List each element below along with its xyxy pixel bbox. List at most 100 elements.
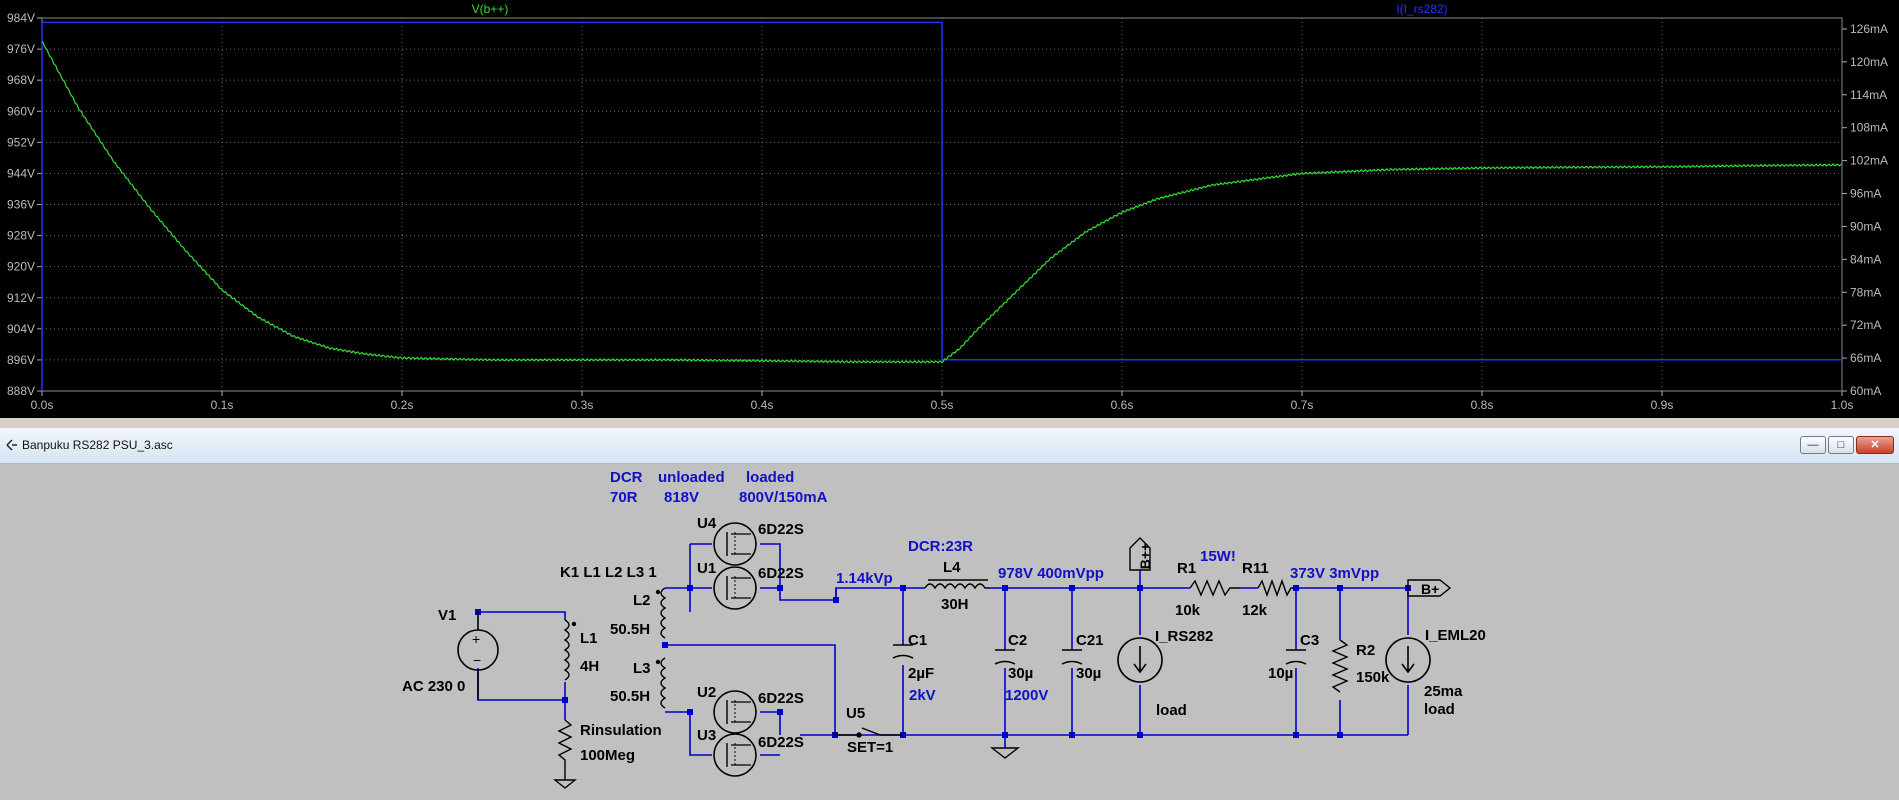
unloaded-header[interactable]: unloaded bbox=[658, 469, 725, 486]
c1-value[interactable]: 2µF bbox=[908, 665, 934, 682]
l1-inductor-symbol[interactable] bbox=[563, 619, 577, 681]
rinsulation-name[interactable]: Rinsulation bbox=[580, 722, 662, 739]
minimize-button[interactable]: — bbox=[1800, 436, 1826, 454]
close-button[interactable]: ✕ bbox=[1856, 436, 1894, 454]
resistor-symbols[interactable] bbox=[1189, 578, 1349, 693]
l1-value[interactable]: 4H bbox=[580, 658, 599, 675]
c21-value[interactable]: 30µ bbox=[1076, 665, 1101, 682]
u1-name[interactable]: U1 bbox=[697, 560, 716, 577]
l4-value[interactable]: 30H bbox=[941, 596, 969, 613]
u5-value[interactable]: SET=1 bbox=[847, 739, 893, 756]
c2-name[interactable]: C2 bbox=[1008, 632, 1027, 649]
schematic-canvas[interactable]: + − bbox=[0, 464, 1899, 800]
rinsulation-value[interactable]: 100Meg bbox=[580, 747, 635, 764]
unloaded-value[interactable]: 818V bbox=[664, 489, 699, 506]
watt-warning-note[interactable]: 15W! bbox=[1200, 548, 1236, 565]
r11-name[interactable]: R11 bbox=[1242, 560, 1269, 577]
r11-value[interactable]: 12k bbox=[1242, 602, 1268, 619]
legend-vbpp[interactable]: V(b++) bbox=[472, 2, 509, 16]
r2-name[interactable]: R2 bbox=[1356, 642, 1375, 659]
u2-value[interactable]: 6D22S bbox=[758, 690, 804, 707]
l3-value[interactable]: 50.5H bbox=[610, 688, 650, 705]
transformer-secondary-symbol[interactable] bbox=[655, 587, 667, 709]
close-icon: ✕ bbox=[1870, 439, 1880, 451]
trace-i-rs282 bbox=[41, 21, 1842, 391]
y-left-tick-label: 976V bbox=[7, 42, 35, 56]
c3-value[interactable]: 10µ bbox=[1268, 665, 1293, 682]
v1-source-symbol[interactable]: + − bbox=[457, 612, 499, 700]
u3-value[interactable]: 6D22S bbox=[758, 734, 804, 751]
r2-value[interactable]: 150k bbox=[1356, 669, 1390, 686]
x-tick-label: 0.3s bbox=[571, 398, 594, 412]
node-label-1-14kvp[interactable]: 1.14kVp bbox=[836, 570, 893, 587]
pane-divider[interactable] bbox=[0, 418, 1899, 428]
l2-value[interactable]: 50.5H bbox=[610, 621, 650, 638]
u2-name[interactable]: U2 bbox=[697, 684, 716, 701]
ieml20-value[interactable]: 25ma bbox=[1424, 683, 1463, 700]
x-tick-label: 0.1s bbox=[211, 398, 234, 412]
dcr-value[interactable]: 70R bbox=[610, 489, 638, 506]
window-title: Banpuku RS282 PSU_3.asc bbox=[22, 438, 173, 452]
loaded-value[interactable]: 800V/150mA bbox=[739, 489, 828, 506]
u5-name[interactable]: U5 bbox=[846, 705, 865, 722]
u1-tube-symbol[interactable] bbox=[713, 566, 757, 610]
c2-rating[interactable]: 1200V bbox=[1005, 687, 1048, 704]
rinsulation-symbol[interactable] bbox=[553, 719, 577, 789]
loaded-header[interactable]: loaded bbox=[746, 469, 794, 486]
v1-name[interactable]: V1 bbox=[438, 607, 456, 624]
current-source-symbols[interactable] bbox=[1117, 637, 1431, 683]
r1-value[interactable]: 10k bbox=[1175, 602, 1201, 619]
ground-symbols bbox=[989, 747, 1021, 759]
x-tick-label: 0.9s bbox=[1651, 398, 1674, 412]
l4-choke-symbol[interactable] bbox=[924, 579, 990, 590]
u3-tube-symbol[interactable] bbox=[713, 733, 757, 777]
v1-value[interactable]: AC 230 0 bbox=[402, 678, 465, 695]
choke-dcr-note[interactable]: DCR:23R bbox=[908, 538, 973, 555]
irs282-name[interactable]: I_RS282 bbox=[1155, 628, 1213, 645]
y-right-tick-label: 120mA bbox=[1850, 55, 1888, 69]
coupling-statement[interactable]: K1 L1 L2 L3 1 bbox=[560, 564, 657, 581]
c1-rating[interactable]: 2kV bbox=[909, 687, 936, 704]
y-right-tick-label: 66mA bbox=[1850, 351, 1881, 365]
svg-text:+: + bbox=[472, 631, 480, 647]
y-right-tick-label: 90mA bbox=[1850, 219, 1881, 233]
ieml20-name[interactable]: I_EML20 bbox=[1425, 627, 1486, 644]
x-tick-label: 1.0s bbox=[1831, 398, 1854, 412]
l1-name[interactable]: L1 bbox=[580, 630, 598, 647]
c3-name[interactable]: C3 bbox=[1300, 632, 1319, 649]
c21-name[interactable]: C21 bbox=[1076, 632, 1104, 649]
svg-text:−: − bbox=[473, 652, 481, 668]
bplus-net-flag[interactable]: B+ bbox=[1407, 579, 1452, 597]
u1-value[interactable]: 6D22S bbox=[758, 565, 804, 582]
y-left-tick-label: 912V bbox=[7, 291, 35, 305]
y-left-tick-label: 952V bbox=[7, 135, 35, 149]
ieml20-value2[interactable]: load bbox=[1424, 701, 1455, 718]
u5-switch-symbol[interactable] bbox=[834, 727, 903, 738]
legend-irs282[interactable]: I(I_rs282) bbox=[1396, 2, 1447, 16]
c1-name[interactable]: C1 bbox=[908, 632, 927, 649]
u4-name[interactable]: U4 bbox=[697, 515, 717, 532]
c2-value[interactable]: 30µ bbox=[1008, 665, 1033, 682]
u4-tube-symbol[interactable] bbox=[713, 522, 757, 566]
u3-name[interactable]: U3 bbox=[697, 727, 716, 744]
irs282-value[interactable]: load bbox=[1156, 702, 1187, 719]
node-label-373v[interactable]: 373V 3mVpp bbox=[1290, 565, 1379, 582]
window-titlebar[interactable]: Banpuku RS282 PSU_3.asc — □ ✕ bbox=[0, 428, 1899, 464]
y-right-tick-label: 78mA bbox=[1850, 285, 1881, 299]
r1-name[interactable]: R1 bbox=[1177, 560, 1196, 577]
bpp-net-flag[interactable]: B++ bbox=[1129, 537, 1153, 571]
u4-value[interactable]: 6D22S bbox=[758, 521, 804, 538]
y-right-tick-label: 72mA bbox=[1850, 318, 1881, 332]
l4-name[interactable]: L4 bbox=[943, 559, 961, 576]
maximize-button[interactable]: □ bbox=[1828, 436, 1854, 454]
dcr-header[interactable]: DCR bbox=[610, 469, 643, 486]
capacitor-symbols[interactable] bbox=[892, 644, 1307, 665]
x-tick-label: 0.4s bbox=[751, 398, 774, 412]
l3-name[interactable]: L3 bbox=[633, 660, 651, 677]
y-left-tick-label: 936V bbox=[7, 198, 35, 212]
u2-tube-symbol[interactable] bbox=[713, 690, 757, 734]
node-label-978v[interactable]: 978V 400mVpp bbox=[998, 565, 1104, 582]
l2-name[interactable]: L2 bbox=[633, 592, 651, 609]
